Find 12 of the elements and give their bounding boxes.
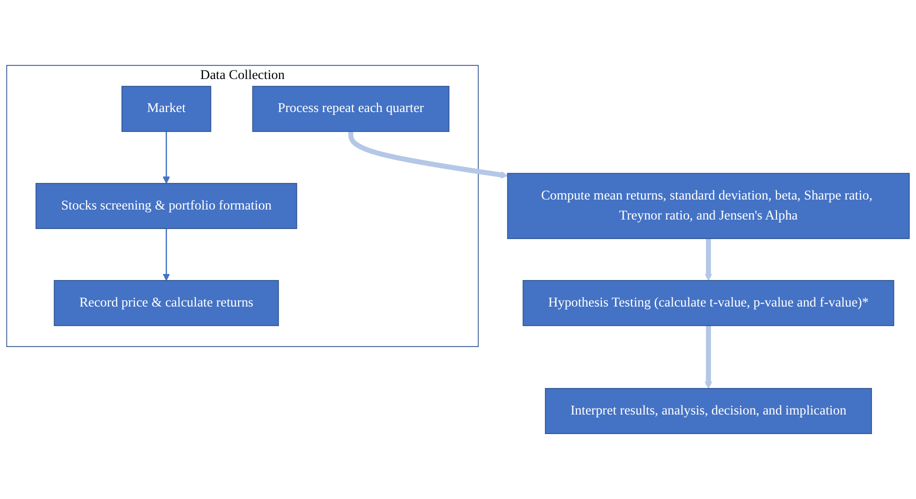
arrow xyxy=(162,228,170,281)
arrow xyxy=(348,132,508,179)
node-box: Stocks screening & portfolio formation xyxy=(36,182,298,229)
node-box: Hypothesis Testing (calculate t-value, p-value and f-value)* xyxy=(522,280,894,326)
arrow xyxy=(704,238,712,281)
node-box: Process repeat each quarter xyxy=(252,86,450,132)
arrow xyxy=(704,326,712,389)
node-box: Interpret results, analysis, decision, and implication xyxy=(544,388,872,434)
node-box: Compute mean returns, standard deviation, beta, Sharpe ratio, Treynor ratio, and Jensen's Alpha xyxy=(507,172,910,240)
node-box: Market xyxy=(122,86,212,132)
arrow xyxy=(162,132,170,184)
node-box: Record price & calculate returns xyxy=(54,280,279,326)
